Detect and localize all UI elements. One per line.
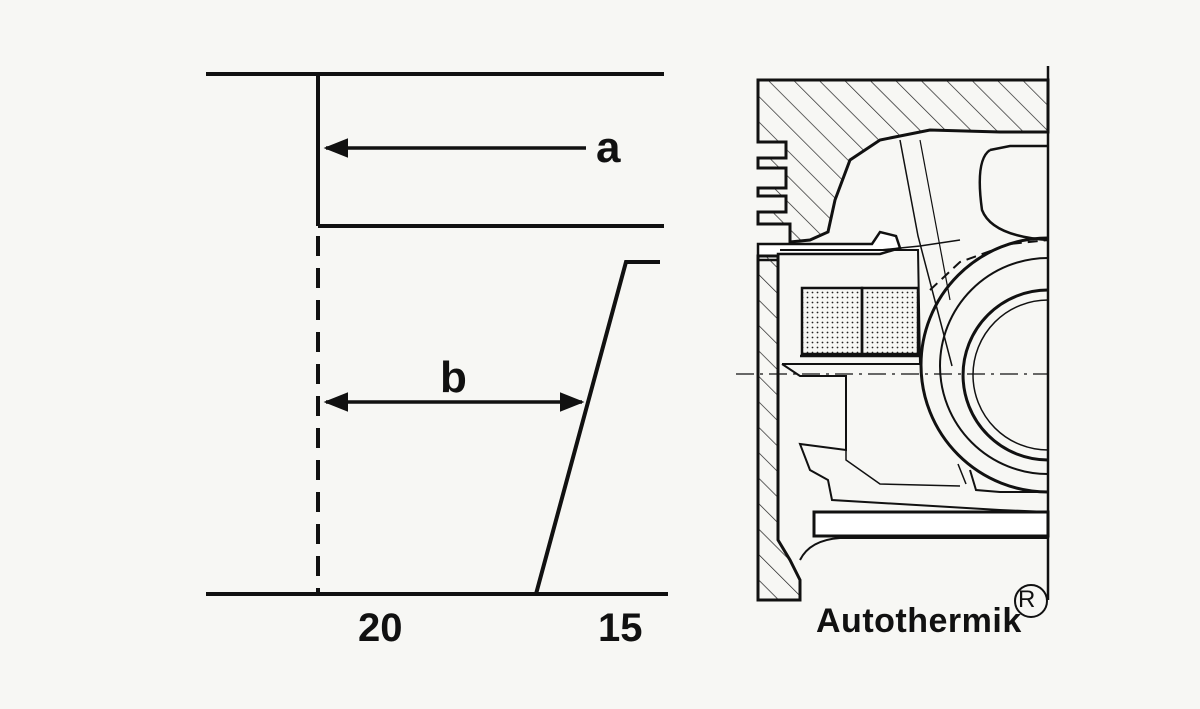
tapered-profile-line <box>534 260 660 595</box>
inner-contour <box>780 249 922 365</box>
piston-cross-section <box>736 66 1050 602</box>
label-b: b <box>440 353 467 402</box>
skirt-bottom-bar <box>812 510 1050 538</box>
label-right-scale: 15 <box>598 606 643 650</box>
pin-boss-mid <box>939 257 1049 475</box>
dashed-pin-outline <box>929 239 1049 291</box>
boss-line <box>845 376 961 487</box>
rib-line-1 <box>899 139 953 367</box>
lower-section <box>206 236 668 596</box>
pin-bore-inner <box>972 299 1049 451</box>
label-left-scale: 20 <box>358 606 403 650</box>
rib-line-2 <box>919 139 951 301</box>
registered-trademark-icon <box>1014 584 1048 618</box>
boss-detail <box>969 469 1048 493</box>
steel-insert-right <box>860 286 920 356</box>
steel-insert-left <box>800 286 864 356</box>
crown-cavity <box>978 148 1049 242</box>
boss-detail-2 <box>957 463 967 485</box>
rib-line-3 <box>879 239 961 251</box>
brand-label: Autothermik <box>816 602 1022 640</box>
registered-letter: R <box>1018 586 1036 613</box>
label-a: a <box>596 123 621 172</box>
skirt-lower-curve <box>799 537 1048 561</box>
piston-skirt <box>756 254 802 602</box>
lower-inner-contour <box>781 363 1049 513</box>
pin-bore <box>961 288 1049 462</box>
upper-section <box>206 72 664 228</box>
crown-cavity-top <box>989 144 1048 152</box>
piston-crown <box>756 78 1050 244</box>
